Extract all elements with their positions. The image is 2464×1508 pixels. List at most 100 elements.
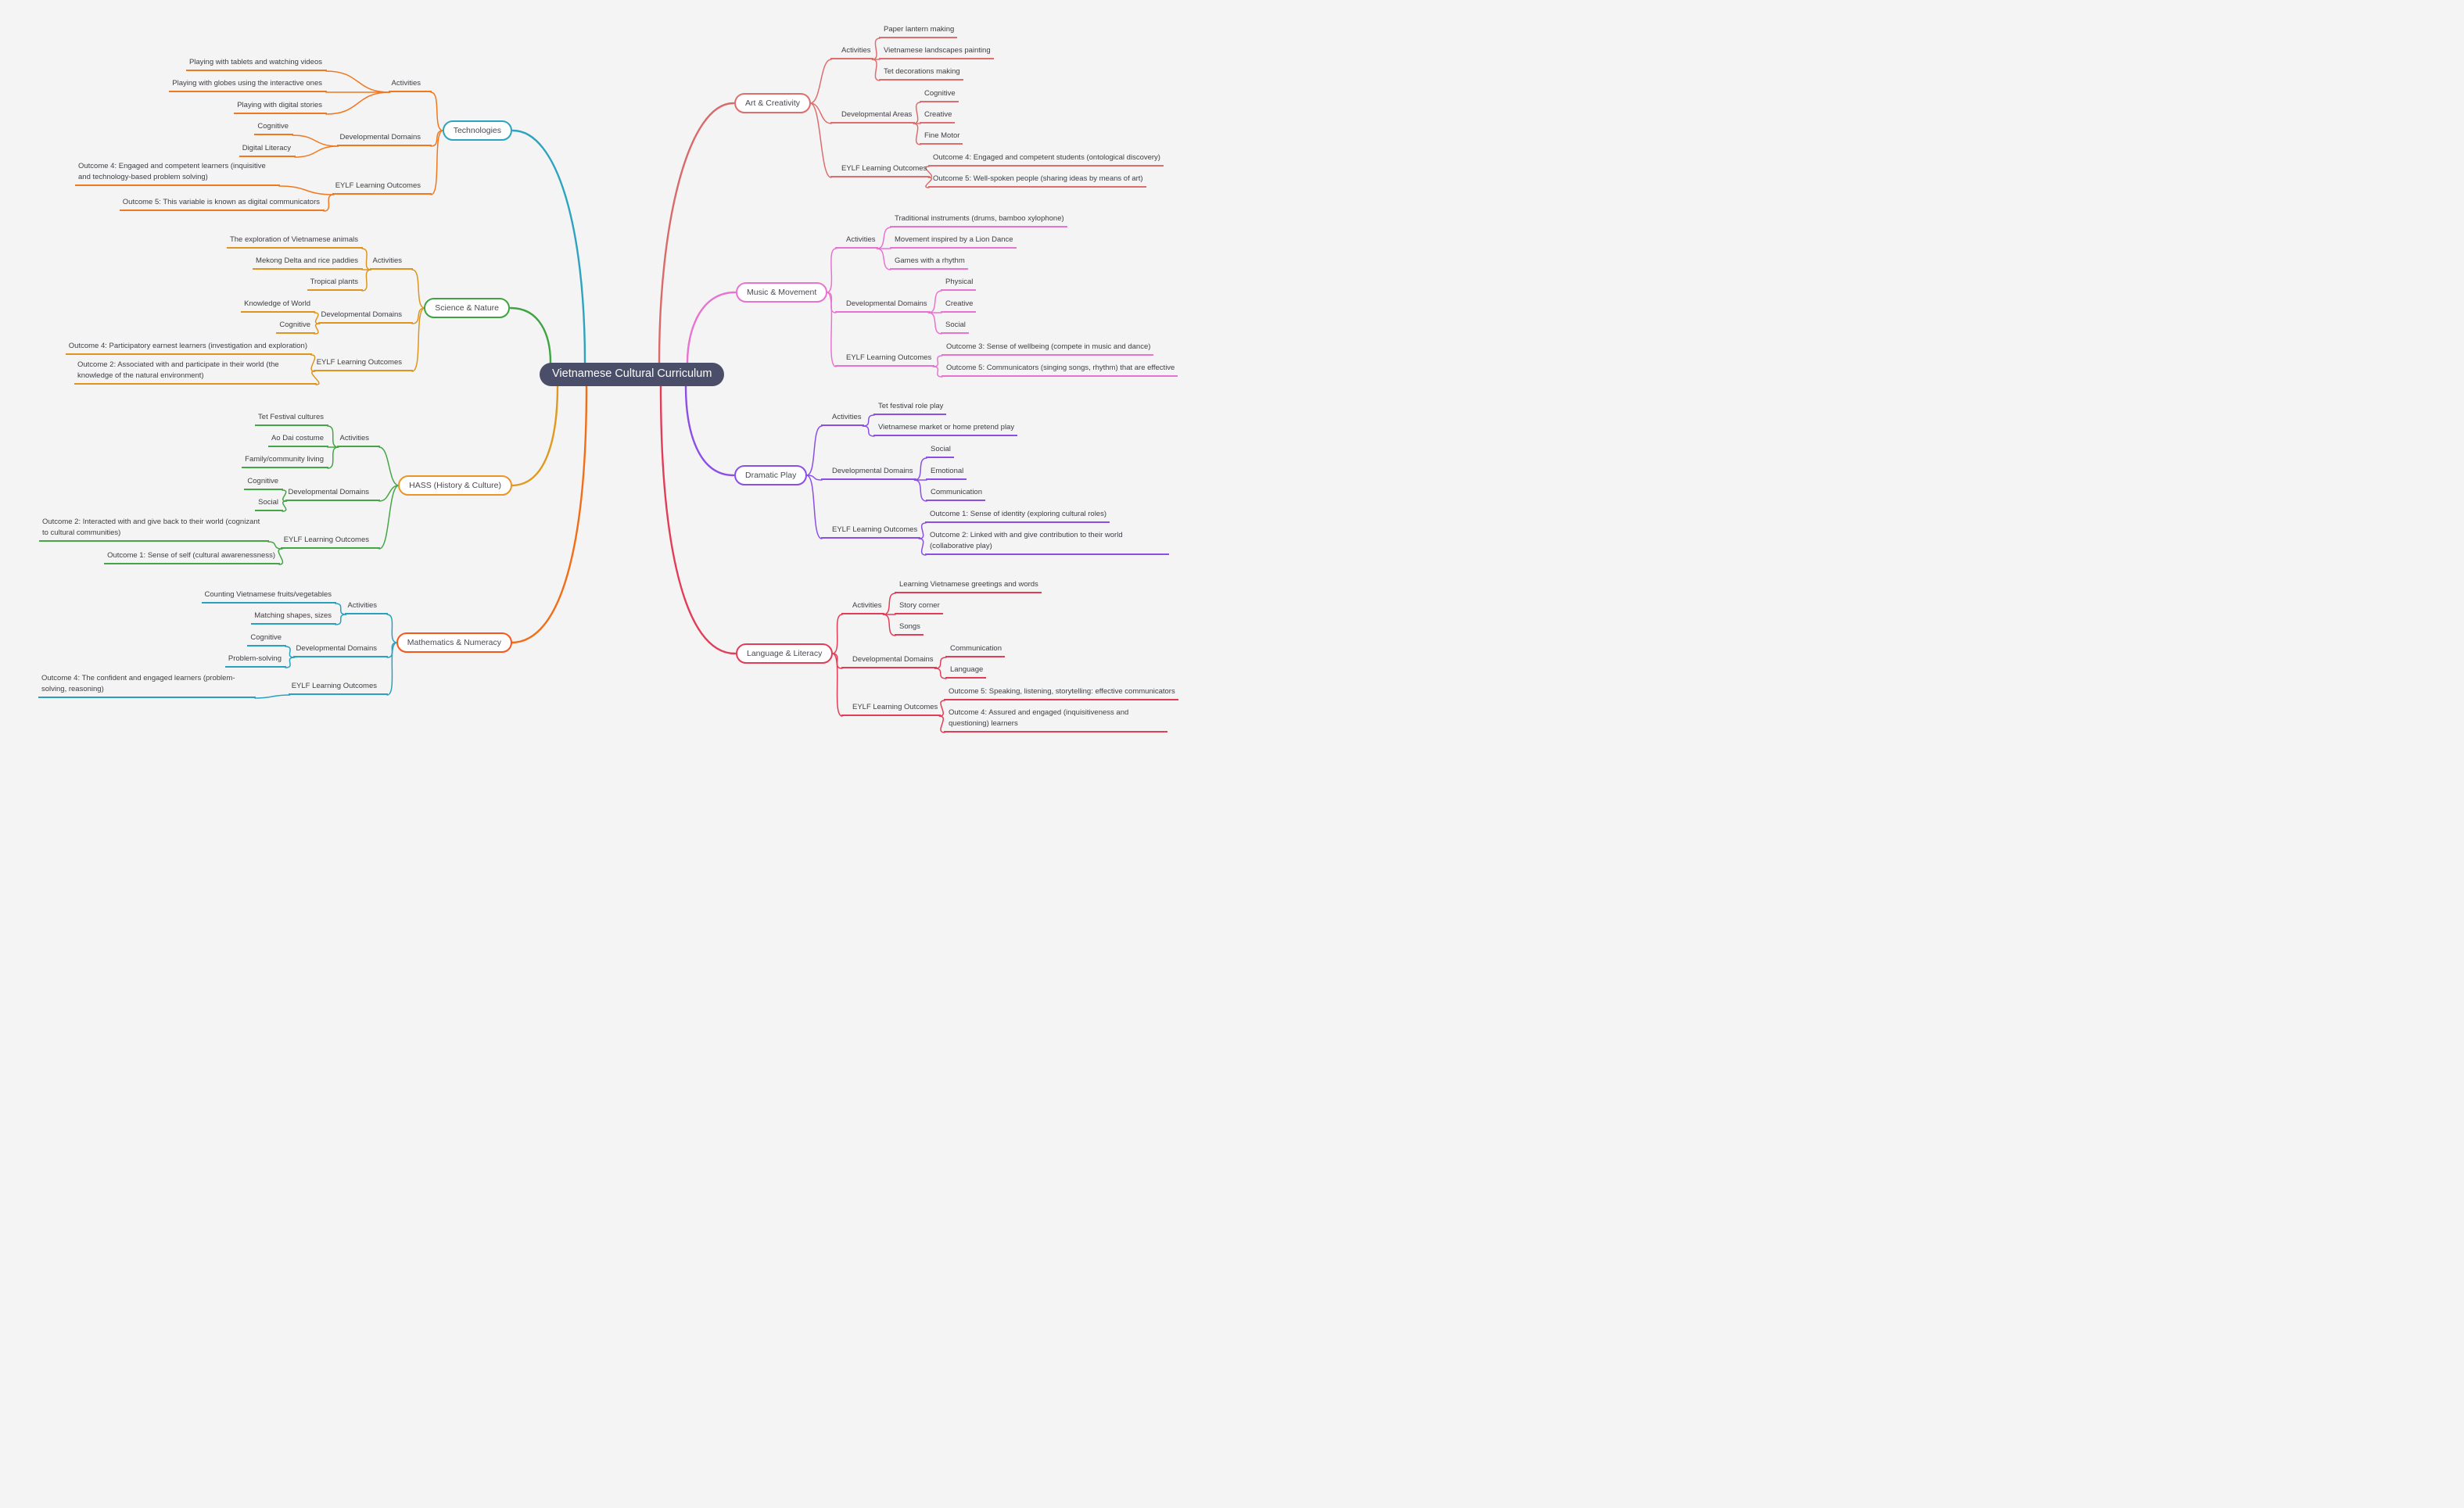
leaf-topic-label[interactable]: Story corner — [895, 600, 943, 614]
sub-topic-label[interactable]: Activities — [830, 45, 874, 59]
leaf-topic-label[interactable]: Tet festival role play — [873, 401, 947, 415]
leaf-topic-label[interactable]: Communication — [945, 643, 1005, 657]
branch-node-language-literacy[interactable]: Language & Literacy — [736, 643, 834, 664]
leaf-topic-label[interactable]: Playing with digital stories — [234, 100, 327, 114]
branch-node-technologies[interactable]: Technologies — [442, 120, 512, 141]
branch-connector-line — [310, 354, 316, 372]
sub-topic-label[interactable]: Activities — [835, 235, 879, 249]
sub-topic-label[interactable]: EYLF Learning Outcomes — [288, 681, 388, 695]
leaf-topic-label[interactable]: Outcome 4: The confident and engaged lea… — [38, 673, 256, 698]
sub-topic-label[interactable]: EYLF Learning Outcomes — [830, 163, 931, 177]
branch-connector-line — [862, 414, 875, 427]
leaf-topic-label[interactable]: Games with a rhythm — [890, 256, 968, 270]
leaf-topic-label[interactable]: Vietnamese market or home pretend play — [873, 422, 1018, 436]
branch-connector-line — [934, 657, 947, 669]
leaf-topic-label[interactable]: Outcome 4: Engaged and competent learner… — [75, 161, 280, 186]
sub-topic-label[interactable]: Activities — [336, 433, 380, 447]
sub-topic-label[interactable]: EYLF Learning Outcomes — [280, 535, 380, 549]
leaf-topic-label[interactable]: Outcome 1: Sense of identity (exploring … — [925, 509, 1110, 523]
leaf-topic-label[interactable]: Outcome 4: Engaged and competent student… — [928, 152, 1164, 167]
leaf-topic-label[interactable]: Songs — [895, 621, 924, 636]
leaf-topic-label[interactable]: Outcome 2: Linked with and give contribu… — [925, 530, 1169, 555]
branch-connector-line — [430, 130, 444, 195]
leaf-topic-label[interactable]: Family/community living — [242, 454, 328, 468]
leaf-topic-label[interactable]: Playing with tablets and watching videos — [185, 57, 327, 71]
leaf-topic-label[interactable]: Outcome 2: Associated with and participa… — [74, 360, 317, 385]
leaf-topic-label[interactable]: Outcome 1: Sense of self (cultural aware… — [104, 550, 280, 564]
leaf-topic-label[interactable]: Physical — [941, 277, 977, 291]
branch-connector-line — [918, 522, 927, 539]
leaf-topic-label[interactable]: Social — [255, 497, 283, 511]
sub-topic-label[interactable]: Developmental Domains — [285, 487, 380, 501]
leaf-topic-label[interactable]: Cognitive — [244, 476, 283, 490]
leaf-topic-label[interactable]: Creative — [941, 299, 977, 313]
leaf-topic-label[interactable]: Outcome 3: Sense of wellbeing (compete i… — [941, 342, 1154, 356]
sub-topic-label[interactable]: Developmental Domains — [821, 466, 916, 480]
branch-node-hass[interactable]: HASS (History & Culture) — [398, 475, 512, 496]
branch-node-dramatic-play[interactable]: Dramatic Play — [734, 465, 808, 485]
branch-connector-line — [430, 91, 444, 131]
sub-topic-label[interactable]: Activities — [369, 256, 413, 270]
sub-topic-label[interactable]: Developmental Domains — [841, 654, 937, 668]
sub-topic-label[interactable]: EYLF Learning Outcomes — [841, 702, 941, 716]
leaf-topic-label[interactable]: Outcome 4: Participatory earnest learner… — [65, 341, 312, 355]
leaf-topic-label[interactable]: Tropical plants — [307, 277, 363, 291]
leaf-topic-label[interactable]: Digital Literacy — [239, 143, 296, 157]
leaf-topic-label[interactable]: Movement inspired by a Lion Dance — [890, 235, 1017, 249]
leaf-topic-label[interactable]: Tet Festival cultures — [255, 412, 328, 426]
sub-topic-label[interactable]: Activities — [344, 600, 388, 614]
sub-topic-label[interactable]: Activities — [388, 78, 432, 92]
leaf-topic-label[interactable]: Playing with globes using the interactiv… — [169, 78, 327, 92]
leaf-topic-label[interactable]: Cognitive — [247, 632, 286, 647]
leaf-topic-label[interactable]: Knowledge of World — [241, 299, 315, 313]
branch-node-music-movement[interactable]: Music & Movement — [736, 282, 828, 303]
branch-connector-line — [927, 290, 942, 313]
sub-topic-label[interactable]: EYLF Learning Outcomes — [313, 357, 413, 371]
leaf-topic-label[interactable]: Outcome 5: Communicators (singing songs,… — [941, 363, 1178, 377]
leaf-topic-label[interactable]: Cognitive — [920, 88, 959, 102]
leaf-topic-label[interactable]: Outcome 5: Speaking, listening, storytel… — [944, 686, 1178, 700]
sub-topic-label[interactable]: Developmental Domains — [292, 643, 388, 657]
leaf-topic-label[interactable]: Emotional — [926, 466, 967, 480]
sub-topic-label[interactable]: Developmental Domains — [317, 310, 413, 324]
leaf-topic-label[interactable]: Social — [941, 320, 969, 334]
leaf-topic-label[interactable]: Matching shapes, sizes — [251, 611, 336, 625]
sub-topic-label[interactable]: EYLF Learning Outcomes — [332, 181, 432, 195]
branch-node-mathematics-numeracy[interactable]: Mathematics & Numeracy — [396, 632, 512, 653]
leaf-topic-label[interactable]: Tet decorations making — [879, 66, 963, 81]
branch-node-art-creativity[interactable]: Art & Creativity — [734, 93, 812, 113]
sub-topic-label[interactable]: Developmental Domains — [835, 299, 931, 313]
leaf-topic-label[interactable]: Outcome 2: Interacted with and give back… — [39, 517, 269, 542]
leaf-topic-label[interactable]: Social — [926, 444, 954, 458]
central-topic[interactable]: Vietnamese Cultural Curriculum — [540, 363, 725, 386]
leaf-topic-label[interactable]: Traditional instruments (drums, bamboo x… — [890, 213, 1067, 227]
leaf-topic-label[interactable]: Cognitive — [276, 320, 315, 334]
leaf-topic-label[interactable]: The exploration of Vietnamese animals — [226, 235, 363, 249]
leaf-topic-label[interactable]: Paper lantern making — [879, 24, 958, 38]
leaf-topic-label[interactable]: Communication — [926, 487, 985, 501]
branch-connector-line — [927, 312, 942, 335]
sub-topic-label[interactable]: Activities — [821, 412, 865, 426]
leaf-topic-label[interactable]: Creative — [920, 109, 956, 124]
leaf-topic-label[interactable]: Problem-solving — [224, 654, 286, 668]
leaf-topic-label[interactable]: Ao Dai costume — [267, 433, 328, 447]
leaf-topic-label[interactable]: Mekong Delta and rice paddies — [253, 256, 363, 270]
leaf-topic-label[interactable]: Outcome 5: This variable is known as dig… — [119, 197, 325, 211]
leaf-topic-label[interactable]: Vietnamese landscapes painting — [879, 45, 994, 59]
sub-topic-label[interactable]: EYLF Learning Outcomes — [835, 353, 935, 367]
branch-connector-line — [826, 292, 837, 367]
sub-topic-label[interactable]: Developmental Domains — [336, 132, 432, 146]
leaf-topic-label[interactable]: Counting Vietnamese fruits/vegetables — [201, 589, 336, 604]
leaf-topic-label[interactable]: Cognitive — [254, 121, 293, 135]
branch-node-science-nature[interactable]: Science & Nature — [424, 298, 510, 318]
branch-connector-line — [684, 385, 735, 477]
branch-connector-line — [871, 59, 881, 81]
sub-topic-label[interactable]: Developmental Areas — [830, 109, 916, 124]
sub-topic-label[interactable]: Activities — [841, 600, 885, 614]
leaf-topic-label[interactable]: Outcome 4: Assured and engaged (inquisit… — [944, 707, 1167, 733]
leaf-topic-label[interactable]: Learning Vietnamese greetings and words — [895, 579, 1042, 593]
leaf-topic-label[interactable]: Language — [945, 664, 987, 679]
leaf-topic-label[interactable]: Fine Motor — [920, 131, 963, 145]
leaf-topic-label[interactable]: Outcome 5: Well-spoken people (sharing i… — [928, 174, 1146, 188]
sub-topic-label[interactable]: EYLF Learning Outcomes — [821, 525, 921, 539]
